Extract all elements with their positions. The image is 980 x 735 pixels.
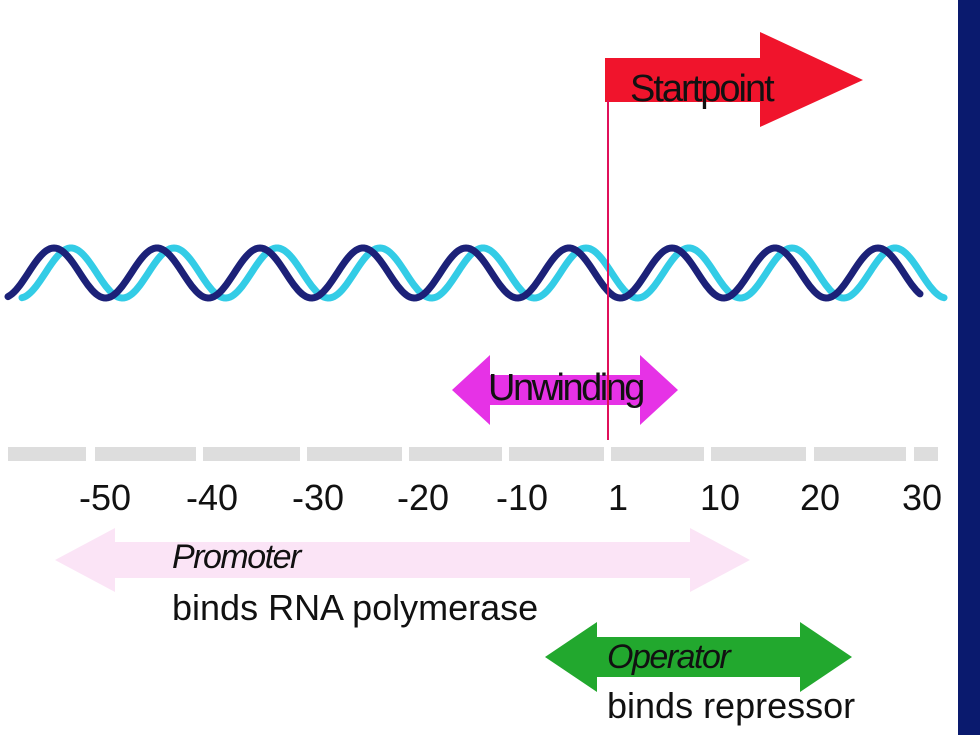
tick-label: 30 bbox=[902, 477, 942, 518]
tick-label: -50 bbox=[79, 477, 131, 518]
operator-title: Operator bbox=[607, 638, 732, 676]
promoter-description: binds RNA polymerase bbox=[172, 587, 538, 628]
tick-label: -40 bbox=[186, 477, 238, 518]
ruler-segment bbox=[814, 447, 906, 461]
unwinding-label: Unwinding bbox=[488, 367, 643, 409]
ruler-segment bbox=[611, 447, 704, 461]
dna-strand-light bbox=[18, 244, 948, 302]
operator-description: binds repressor bbox=[607, 685, 855, 726]
startpoint-label: Startpoint bbox=[630, 68, 775, 110]
tick-label: 10 bbox=[700, 477, 740, 518]
tick-label: -10 bbox=[496, 477, 548, 518]
startpoint-arrow bbox=[605, 32, 863, 127]
operator-arrow bbox=[545, 622, 852, 692]
tick-label: 20 bbox=[800, 477, 840, 518]
ruler-segment bbox=[203, 447, 300, 461]
ruler-segment bbox=[711, 447, 806, 461]
ruler-segment bbox=[509, 447, 604, 461]
dna-helix bbox=[4, 244, 948, 302]
position-tick-labels: -50 -40 -30 -20 -10 1 10 20 30 bbox=[79, 477, 942, 518]
unwinding-arrow bbox=[452, 355, 678, 425]
ruler-segment bbox=[307, 447, 402, 461]
ruler-segment bbox=[8, 447, 86, 461]
position-ruler bbox=[8, 447, 938, 461]
tick-label: -20 bbox=[397, 477, 449, 518]
tick-label: 1 bbox=[608, 477, 628, 518]
tick-label: -30 bbox=[292, 477, 344, 518]
ruler-segment bbox=[95, 447, 196, 461]
ruler-segment bbox=[914, 447, 938, 461]
promoter-title: Promoter bbox=[172, 538, 303, 576]
slide-side-bar bbox=[958, 0, 980, 735]
dna-strand-dark bbox=[4, 244, 924, 302]
promoter-arrow bbox=[55, 528, 750, 592]
ruler-segment bbox=[409, 447, 502, 461]
